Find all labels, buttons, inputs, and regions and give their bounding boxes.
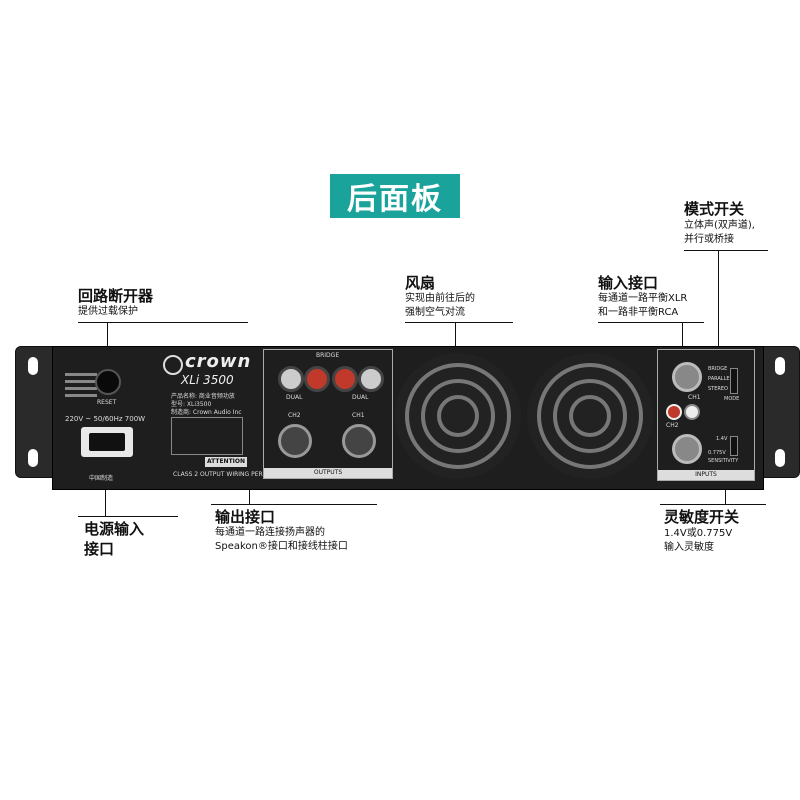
rack-slot xyxy=(28,357,38,375)
output-label-heading: 输出接口 xyxy=(215,508,276,526)
output-label-desc-2: Speakon®接口和接线柱接口 xyxy=(215,541,348,552)
outputs-text: OUTPUTS xyxy=(264,468,392,478)
power-inlet[interactable] xyxy=(81,427,133,457)
vent-slot xyxy=(65,373,97,376)
made-in: 中国制造 xyxy=(89,475,114,482)
binding-post[interactable] xyxy=(332,366,358,392)
rack-slot xyxy=(28,449,38,467)
speakon-ch1[interactable] xyxy=(342,424,376,458)
warning-label-box xyxy=(171,417,243,455)
parallel-mode-text: PARALLEL xyxy=(708,376,733,382)
rca-input-ch1[interactable] xyxy=(684,404,700,420)
sensitivity-switch[interactable] xyxy=(730,436,738,456)
rack-slot xyxy=(775,449,785,467)
ch2-output-text: CH2 xyxy=(288,412,301,419)
v14-text: 1.4V xyxy=(716,436,728,442)
output-label-desc-1: 每通道一路连接扬声器的 xyxy=(215,527,325,538)
v0775-text: 0.775V xyxy=(708,450,726,456)
inputs-panel: CH1 CH2 BRIDGE PARALLEL STEREO MODE 1.4V… xyxy=(657,349,755,481)
ch1-input-text: CH1 xyxy=(688,394,701,401)
vent-slot xyxy=(65,394,97,397)
fan-ring xyxy=(421,379,495,453)
cooling-fan-left xyxy=(395,353,521,479)
fan-label-desc-2: 强制空气对流 xyxy=(405,307,465,318)
fan-ring xyxy=(405,363,511,469)
power-rating: 220V ~ 50/60Hz 700W xyxy=(65,415,146,423)
manufacturer: 制造商: Crown Audio Inc xyxy=(171,409,242,416)
mode-switch[interactable] xyxy=(730,368,738,394)
reset-leader-h xyxy=(78,322,248,323)
fan-leader-h xyxy=(405,322,513,323)
power-label-heading-1: 电源输入 xyxy=(84,520,145,538)
fan-ring xyxy=(569,395,611,437)
product-name: 产品名称: 商业音频功放 xyxy=(171,393,235,400)
output-leader-h xyxy=(211,504,377,505)
attention-badge: ATTENTION xyxy=(205,457,247,467)
fan-label-desc-1: 实现由前往后的 xyxy=(405,293,475,304)
sens-leader-h xyxy=(660,504,766,505)
crown-logo-icon xyxy=(163,355,183,375)
fan-label-heading: 风扇 xyxy=(405,274,436,292)
bridge-mode-text: BRIDGE xyxy=(708,366,728,372)
power-label-heading-2: 接口 xyxy=(84,540,115,558)
vent-slot xyxy=(65,387,97,390)
sensitivity-label-desc-1: 1.4V或0.775V xyxy=(664,528,733,539)
mode-label-heading: 模式开关 xyxy=(684,200,745,218)
cooling-fan-right xyxy=(527,353,653,479)
class2-text: CLASS 2 OUTPUT WIRING PERMITTED. xyxy=(173,471,288,478)
dual-text-right: DUAL xyxy=(352,394,369,401)
model-name: XLi 3500 xyxy=(181,373,234,387)
amplifier-chassis: RESET crown XLi 3500 产品名称: 商业音频功放 型号: XL… xyxy=(52,346,764,490)
xlr-input-ch2[interactable] xyxy=(672,434,702,464)
binding-post[interactable] xyxy=(304,366,330,392)
xlr-input-ch1[interactable] xyxy=(672,362,702,392)
power-inlet-socket xyxy=(89,433,125,451)
mode-label-desc-2: 并行或桥接 xyxy=(684,234,734,245)
input-label-heading: 输入接口 xyxy=(598,274,659,292)
sensitivity-text: SENSITIVITY xyxy=(708,458,739,464)
rack-ear-right xyxy=(760,346,800,478)
input-label-desc-1: 每通道一路平衡XLR xyxy=(598,293,688,304)
rack-ear-left xyxy=(15,346,55,478)
vent-slot xyxy=(65,380,97,383)
sensitivity-label-desc-2: 输入灵敏度 xyxy=(664,542,714,553)
rack-slot xyxy=(775,357,785,375)
power-leader-h xyxy=(78,516,178,517)
reset-breaker-button[interactable] xyxy=(95,369,121,395)
ch2-input-text: CH2 xyxy=(666,422,679,429)
fan-ring xyxy=(553,379,627,453)
binding-post[interactable] xyxy=(358,366,384,392)
inputs-text: INPUTS xyxy=(658,470,754,480)
mode-leader-v xyxy=(718,250,719,374)
bridge-text: BRIDGE xyxy=(316,352,340,359)
fan-ring xyxy=(437,395,479,437)
mode-leader-h xyxy=(684,250,768,251)
mode-label-desc-1: 立体声(双声道), xyxy=(684,220,755,231)
page-title: 后面板 xyxy=(330,174,460,218)
brand-name: crown xyxy=(185,351,252,372)
dual-text-left: DUAL xyxy=(286,394,303,401)
outputs-panel: BRIDGE DUAL DUAL CH2 CH1 OUTPUTS xyxy=(263,349,393,479)
sensitivity-label-heading: 灵敏度开关 xyxy=(664,508,740,526)
product-model: 型号: XLi3500 xyxy=(171,401,212,408)
fan-ring xyxy=(537,363,643,469)
speakon-ch2[interactable] xyxy=(278,424,312,458)
reset-text: RESET xyxy=(97,399,117,406)
input-leader-h xyxy=(598,322,704,323)
reset-label-heading: 回路断开器 xyxy=(78,287,154,305)
mode-text: MODE xyxy=(724,396,740,402)
reset-label-desc: 提供过载保护 xyxy=(78,306,138,317)
stereo-mode-text: STEREO xyxy=(708,386,728,392)
binding-post[interactable] xyxy=(278,366,304,392)
rca-input-ch2[interactable] xyxy=(666,404,682,420)
ch1-output-text: CH1 xyxy=(352,412,365,419)
input-label-desc-2: 和一路非平衡RCA xyxy=(598,307,679,318)
